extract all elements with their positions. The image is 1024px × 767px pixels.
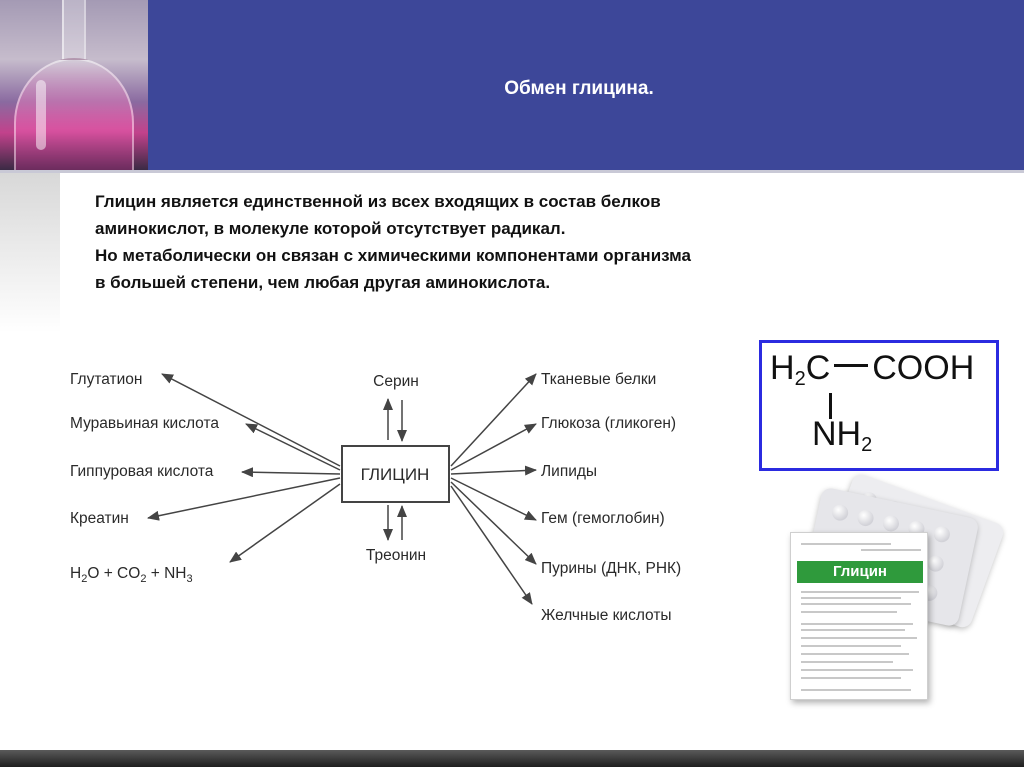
glycine-package-image: Глицин — [780, 471, 1006, 705]
product-label: Липиды — [541, 463, 597, 480]
product-label: Пурины (ДНК, РНК) — [541, 560, 681, 577]
product-label: Тканевые белки — [541, 371, 656, 388]
arrow-to-glutathione — [161, 373, 341, 467]
medicine-box: Глицин — [790, 532, 928, 700]
flask-image — [0, 0, 148, 170]
slide-footer-bar — [0, 750, 1024, 767]
single-bond — [829, 393, 832, 419]
arrow-to-hippuric-acid — [241, 467, 341, 478]
product-label: Глутатион — [70, 371, 142, 388]
arrow-to-heme — [450, 477, 537, 521]
slide-title: Обмен глицина. — [504, 78, 654, 99]
product-label: Гиппуровая кислота — [70, 463, 214, 480]
product-label: Желчные кислоты — [541, 607, 672, 624]
intro-line: аминокислот, в молекуле которой отсутств… — [95, 219, 566, 238]
decorative-shadow — [0, 173, 60, 333]
box-brand-label: Глицин — [797, 561, 923, 583]
product-label: Креатин — [70, 510, 129, 527]
glycine-label: ГЛИЦИН — [361, 465, 430, 484]
product-label: Муравьиная кислота — [70, 415, 219, 432]
intro-text: Глицин является единственной из всех вхо… — [95, 188, 935, 296]
arrow-to-bile-acids — [450, 485, 533, 605]
intro-line: в большей степени, чем любая другая амин… — [95, 273, 551, 292]
flask-neck — [62, 0, 86, 60]
glycine-box — [341, 445, 450, 503]
flask-body — [14, 58, 134, 170]
arrow-to-creatine — [147, 477, 341, 521]
arrow-to-purines — [450, 481, 537, 565]
product-label: Глюкоза (гликоген) — [541, 415, 676, 432]
arrow-to-glucose — [450, 423, 537, 471]
intro-line: Но метаболически он связан с химическими… — [95, 246, 691, 265]
arrow-to-tissue-proteins — [450, 373, 537, 467]
product-label-h2o-co2-nh3: H2O + CO2 + NH3 — [70, 565, 193, 585]
flask-shine — [36, 80, 46, 150]
intro-line: Глицин является единственной из всех вхо… — [95, 192, 661, 211]
header-separator — [0, 170, 1024, 173]
product-label: Гем (гемоглобин) — [541, 510, 665, 527]
arrow-to-h2o-co2-nh3 — [229, 483, 341, 563]
single-bond — [834, 364, 869, 367]
threonine-label: Треонин — [366, 547, 426, 564]
slide-header: Обмен глицина. — [0, 0, 1024, 170]
formula-amino-group: NH2 — [812, 415, 873, 456]
arrow-to-formic-acid — [245, 423, 341, 471]
serine-label: Серин — [373, 373, 419, 390]
arrow-to-lipids — [450, 465, 537, 476]
